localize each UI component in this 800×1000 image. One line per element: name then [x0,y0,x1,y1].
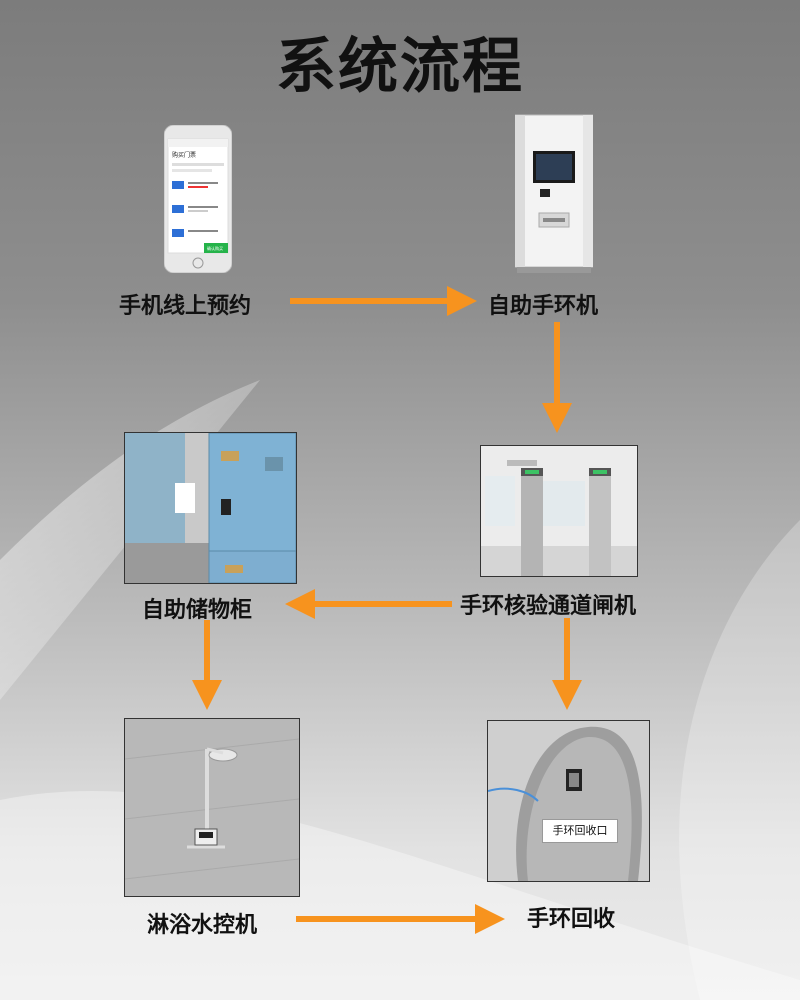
phone-confirm-button [204,243,228,253]
svg-text:确认购买: 确认购买 [207,245,223,251]
kiosk-machine-icon [515,114,593,273]
node-label-phone-booking: 手机线上预约 [119,294,252,319]
node-label-recycle: 手环回收 [527,907,616,932]
recycle-image: 手环回收口 [487,720,650,882]
node-label-gate: 手环核验通道闸机 [460,594,637,619]
locker-image [124,432,297,584]
page-title: 系统流程 [276,32,524,102]
shower-controller-icon [125,719,299,896]
node-label-shower: 淋浴水控机 [147,913,258,938]
smartphone-icon: 购买门票 确认购买 [164,125,232,273]
node-label-wristband-kiosk: 自助手环机 [488,294,599,319]
phone-screen-header: 购买门票 [172,151,196,159]
node-label-locker: 自助储物柜 [142,598,253,623]
shower-image [124,718,300,897]
phone-booking-image: 购买门票 确认购买 [164,125,232,273]
locker-icon [125,433,296,583]
wristband-kiosk-image [515,113,593,277]
gate-image [480,445,638,577]
turnstile-gate-icon [481,446,637,576]
recycle-slot-sign: 手环回收口 [542,819,618,843]
